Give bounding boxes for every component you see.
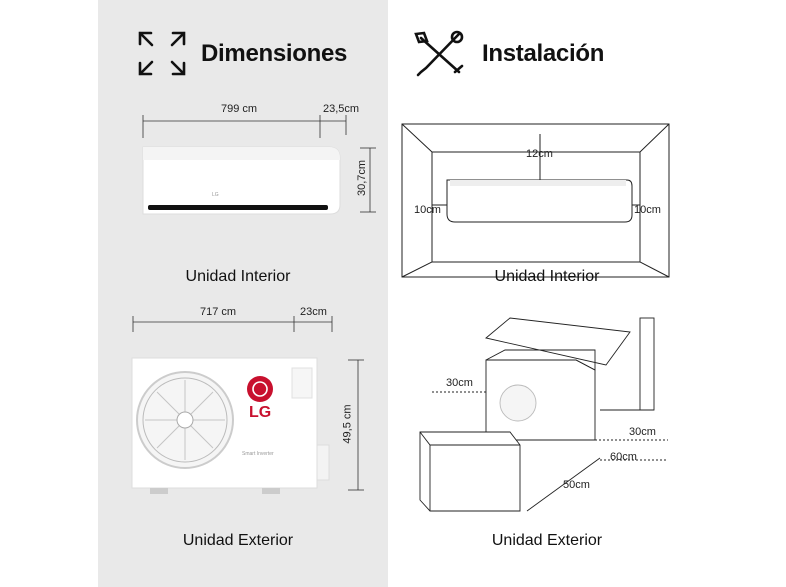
tools-icon xyxy=(414,30,464,77)
dimensions-panel xyxy=(98,0,388,587)
indoor-unit-drawing: LG xyxy=(142,115,376,215)
install-outdoor-back-label: 30cm xyxy=(446,377,473,389)
outdoor-width-label: 717 cm xyxy=(200,306,237,318)
svg-text:LG: LG xyxy=(212,192,219,198)
install-outdoor-side-label: 30cm xyxy=(629,426,656,438)
install-indoor-top-label: 12cm xyxy=(526,148,553,160)
indoor-height-label: 30,7cm xyxy=(356,159,369,197)
indoor-width-label: 799 cm xyxy=(221,103,258,115)
outdoor-dimensions-caption: Unidad Exterior xyxy=(182,532,294,549)
dimensions-title: Dimensiones xyxy=(201,40,348,67)
install-outdoor-front-label: 50cm xyxy=(563,479,590,491)
install-outdoor-side2-label: 60cm xyxy=(610,451,637,463)
install-indoor-left-label: 10cm xyxy=(414,204,441,216)
outdoor-installation-drawing xyxy=(419,317,668,512)
installation-title: Instalación xyxy=(482,40,605,67)
lg-brand-text: LG xyxy=(249,404,272,421)
indoor-dimensions-caption: Unidad Interior xyxy=(185,268,291,285)
install-outdoor-caption: Unidad Exterior xyxy=(491,532,603,549)
install-indoor-caption: Unidad Interior xyxy=(494,268,600,285)
install-indoor-right-label: 10cm xyxy=(634,204,661,216)
indoor-depth-label: 23,5cm xyxy=(323,103,360,115)
expand-arrows-icon xyxy=(138,31,186,76)
outdoor-height-label: 49,5 cm xyxy=(341,404,354,444)
indoor-installation-drawing xyxy=(401,123,670,278)
smart-inverter-text: Smart Inverter xyxy=(242,451,274,457)
outdoor-depth-label: 23cm xyxy=(300,306,327,318)
outdoor-unit-drawing xyxy=(131,316,364,494)
